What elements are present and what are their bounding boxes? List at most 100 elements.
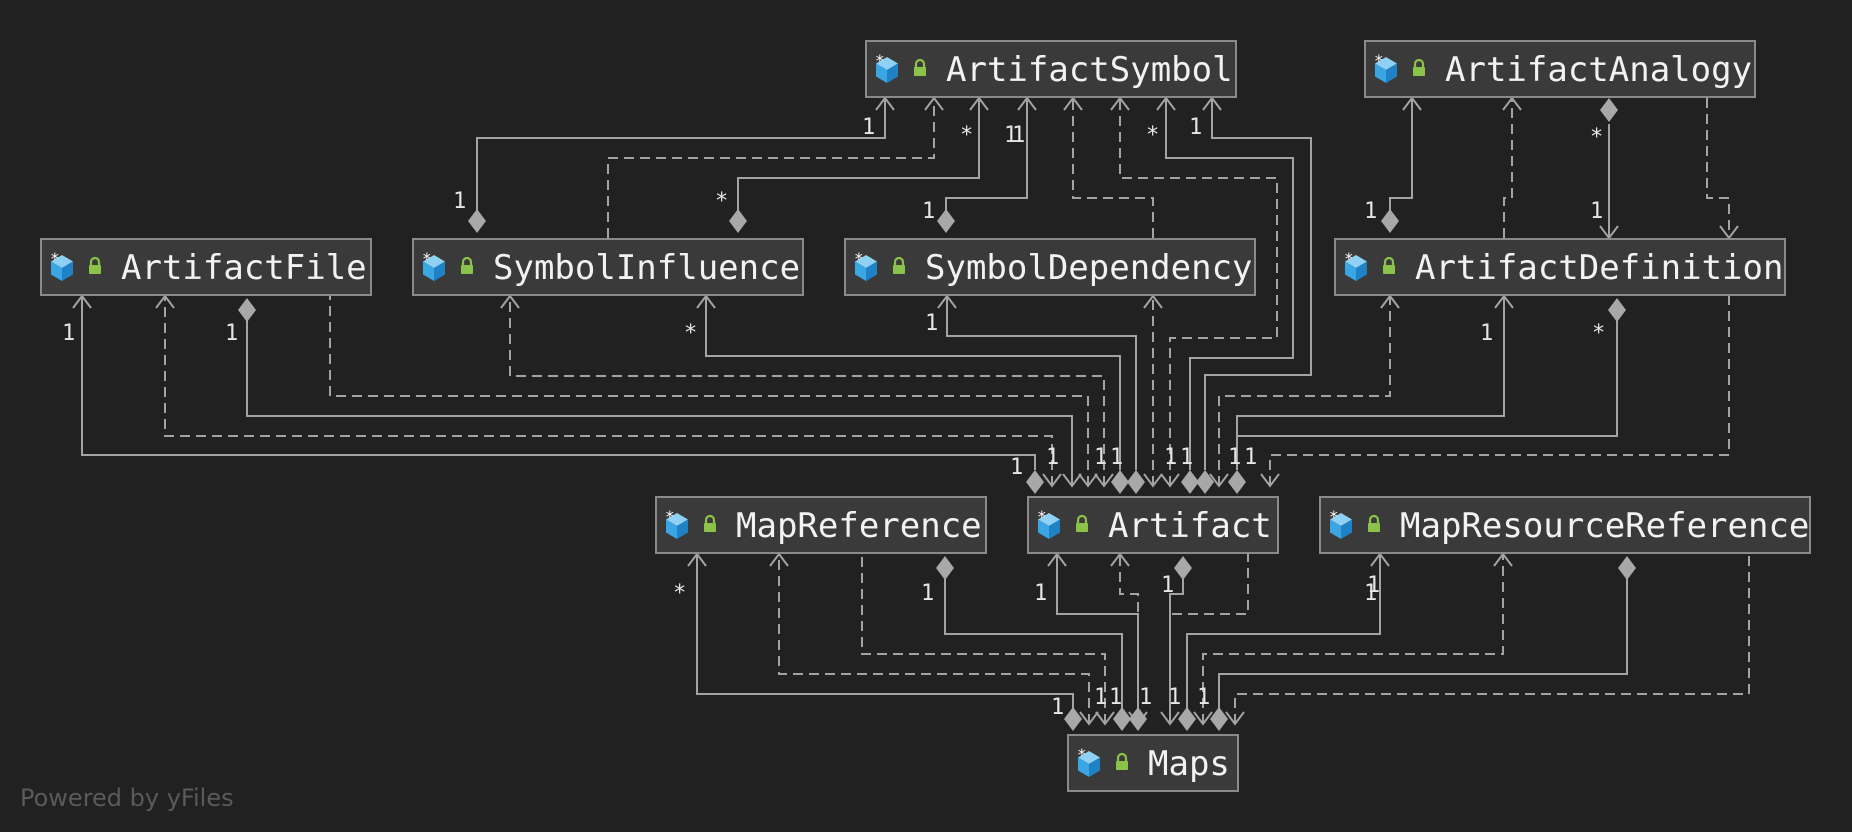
multiplicity-label: 1 (1480, 321, 1493, 346)
dependency-edge (1706, 98, 1730, 238)
class-symbol-influence[interactable]: * SymbolInfluence (412, 238, 804, 296)
multiplicity-label: 1 (62, 321, 75, 346)
dependency-edge (329, 296, 1089, 486)
multiplicity-label: * (960, 123, 973, 148)
association-edge (705, 296, 1121, 470)
class-map-resource-reference[interactable]: * MapResourceReference (1319, 496, 1811, 554)
association-edge (1186, 554, 1381, 709)
dependency-edge (1119, 98, 1278, 486)
association-edge (1389, 98, 1413, 221)
class-name: ArtifactAnalogy (1445, 50, 1752, 90)
association-edge (1204, 98, 1312, 470)
class-map-reference[interactable]: * MapReference (655, 496, 987, 554)
svg-text:*: * (422, 249, 432, 268)
multiplicity-label: 1 (1228, 445, 1241, 470)
dependency-edge (1169, 554, 1249, 724)
class-name: Artifact (1108, 506, 1272, 546)
association-edge (696, 554, 1074, 709)
multiplicity-label: * (715, 189, 728, 214)
relationships (72, 96, 1750, 731)
dependency-edge (778, 554, 1090, 724)
class-artifact-file[interactable]: * ArtifactFile (40, 238, 372, 296)
class-name: ArtifactDefinition (1415, 248, 1783, 288)
class-name: ArtifactFile (121, 248, 367, 288)
multiplicity-label: 1 (1110, 445, 1123, 470)
multiplicity-label: 1 (925, 311, 938, 336)
multiplicity-label: * (684, 321, 697, 346)
multiplicity-label: * (673, 581, 686, 606)
multiplicity-label: 1 (1168, 685, 1181, 710)
dependency-edge (1218, 296, 1391, 486)
dependency-edge (1234, 554, 1750, 724)
multiplicity-label: 1 (862, 115, 875, 140)
multiplicity-label: * (1592, 321, 1605, 346)
association-edge (946, 296, 1137, 470)
class-artifact[interactable]: * Artifact (1027, 496, 1279, 554)
multiplicity-label: 1 (1161, 573, 1174, 598)
svg-text:*: * (1037, 507, 1047, 526)
svg-text:*: * (875, 51, 885, 70)
association-edge (81, 296, 1036, 470)
multiplicity-label: 1 (1051, 695, 1064, 720)
dependency-edge (861, 554, 1106, 724)
arrowheads (72, 96, 1739, 726)
composition-diamonds (238, 98, 1636, 731)
svg-text:*: * (1329, 507, 1339, 526)
multiplicity-label: 1 (1244, 445, 1257, 470)
dependency-edge (1269, 296, 1730, 486)
class-name: MapReference (736, 506, 982, 546)
svg-text:*: * (1374, 51, 1384, 70)
dependency-edge (509, 296, 1105, 486)
multiplicity-label: 1 (1590, 199, 1603, 224)
dependency-edge (164, 296, 1053, 486)
svg-text:*: * (50, 249, 60, 268)
multiplicity-label: 1 (1364, 199, 1377, 224)
association-edge (737, 98, 980, 221)
association-edge (945, 98, 1028, 221)
multiplicity-label: 1 (1139, 685, 1152, 710)
multiplicity-label: 1 (1046, 445, 1059, 470)
multiplicity-label: * (1590, 125, 1603, 150)
class-artifact-symbol[interactable]: * ArtifactSymbol (865, 40, 1237, 98)
multiplicity-label: 1 (453, 189, 466, 214)
dependency-edge (1503, 98, 1513, 238)
svg-text:*: * (1344, 249, 1354, 268)
association-edge (1056, 554, 1139, 709)
multiplicity-label: 1 (921, 581, 934, 606)
multiplicity-label: 1 (1180, 445, 1193, 470)
class-maps[interactable]: * Maps (1067, 734, 1239, 792)
multiplicity-label: 1 (1197, 685, 1210, 710)
class-name: SymbolInfluence (493, 248, 800, 288)
class-name: MapResourceReference (1400, 506, 1809, 546)
multiplicity-label: 1 (1034, 581, 1047, 606)
multiplicity-label: 1 (1364, 581, 1377, 606)
class-name: Maps (1148, 744, 1230, 784)
multiplicity-label: 1 (1094, 685, 1107, 710)
multiplicity-label: 1 (1004, 123, 1017, 148)
svg-text:*: * (665, 507, 675, 526)
association-edge (1236, 310, 1618, 470)
multiplicity-label: 1 (922, 199, 935, 224)
multiplicity-label: 1 (1012, 123, 1025, 148)
multiplicity-label: 1 (1010, 455, 1023, 480)
association-edge (1165, 98, 1294, 470)
dependency-edge (1202, 554, 1504, 724)
multiplicity-label: * (1146, 123, 1159, 148)
dependency-edge (1072, 98, 1154, 238)
class-symbol-dependency[interactable]: * SymbolDependency (844, 238, 1256, 296)
association-edge (246, 310, 1073, 486)
svg-text:*: * (1077, 745, 1087, 764)
multiplicity-label: 1 (1109, 685, 1122, 710)
class-name: ArtifactSymbol (946, 50, 1233, 90)
association-edge (476, 98, 886, 221)
class-artifact-analogy[interactable]: * ArtifactAnalogy (1364, 40, 1756, 98)
association-edge (1236, 296, 1505, 470)
multiplicity-label: 1 (1164, 445, 1177, 470)
dependency-edge (607, 98, 935, 238)
multiplicity-label: 1 (1189, 115, 1202, 140)
multiplicity-label: 1 (225, 321, 238, 346)
class-artifact-definition[interactable]: * ArtifactDefinition (1334, 238, 1786, 296)
multiplicity-label: 1 (1094, 445, 1107, 470)
